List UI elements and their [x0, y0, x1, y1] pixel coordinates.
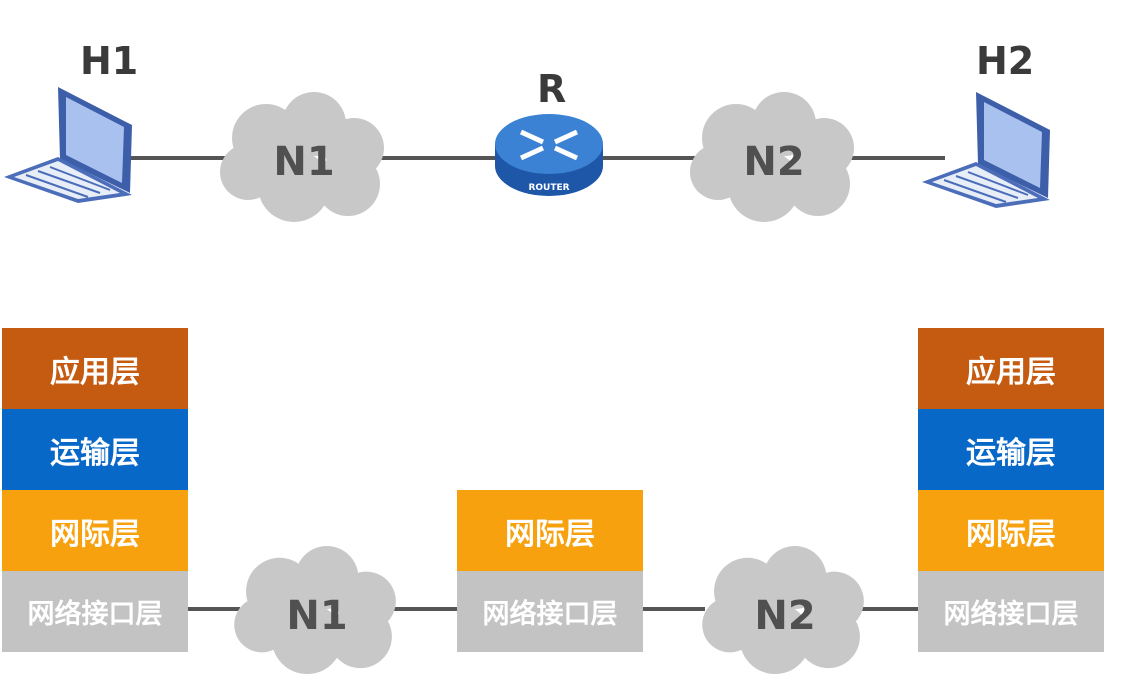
- network-n1-cloud: N1: [218, 90, 390, 226]
- laptop-icon: [4, 87, 132, 203]
- transport-layer: 运输层: [918, 409, 1104, 490]
- router-protocol-stack: 网际层 网络接口层: [457, 490, 643, 652]
- internet-layer: 网际层: [457, 490, 643, 571]
- host1-label: H1: [80, 39, 139, 83]
- network-interface-layer: 网络接口层: [457, 571, 643, 652]
- router-badge: ROUTER: [528, 183, 569, 193]
- host2-protocol-stack: 应用层 运输层 网际层 网络接口层: [918, 328, 1104, 652]
- network-n2-label-bottom: N2: [754, 593, 816, 639]
- network-n2-cloud-bottom: N2: [700, 544, 870, 678]
- host2-label: H2: [976, 39, 1035, 83]
- router-icon: ROUTER: [495, 114, 603, 196]
- network-n1-label: N1: [273, 139, 335, 185]
- application-layer: 应用层: [918, 328, 1104, 409]
- transport-layer: 运输层: [2, 409, 188, 490]
- network-interface-layer: 网络接口层: [2, 571, 188, 652]
- internet-layer: 网际层: [918, 490, 1104, 571]
- cloud-icon: [234, 545, 396, 675]
- cloud-icon: [702, 545, 864, 675]
- router-label: R: [537, 67, 567, 111]
- cloud-icon: [690, 92, 854, 222]
- network-n1-label-bottom: N1: [286, 593, 348, 639]
- internet-layer: 网际层: [2, 490, 188, 571]
- laptop-icon: [922, 92, 1050, 208]
- network-interface-layer: 网络接口层: [918, 571, 1104, 652]
- application-layer: 应用层: [2, 328, 188, 409]
- network-n2-cloud: N2: [688, 90, 860, 226]
- host1-protocol-stack: 应用层 运输层 网际层 网络接口层: [2, 328, 188, 652]
- network-n2-label: N2: [743, 139, 805, 185]
- network-n1-cloud-bottom: N1: [232, 544, 402, 678]
- cloud-icon: [220, 92, 384, 222]
